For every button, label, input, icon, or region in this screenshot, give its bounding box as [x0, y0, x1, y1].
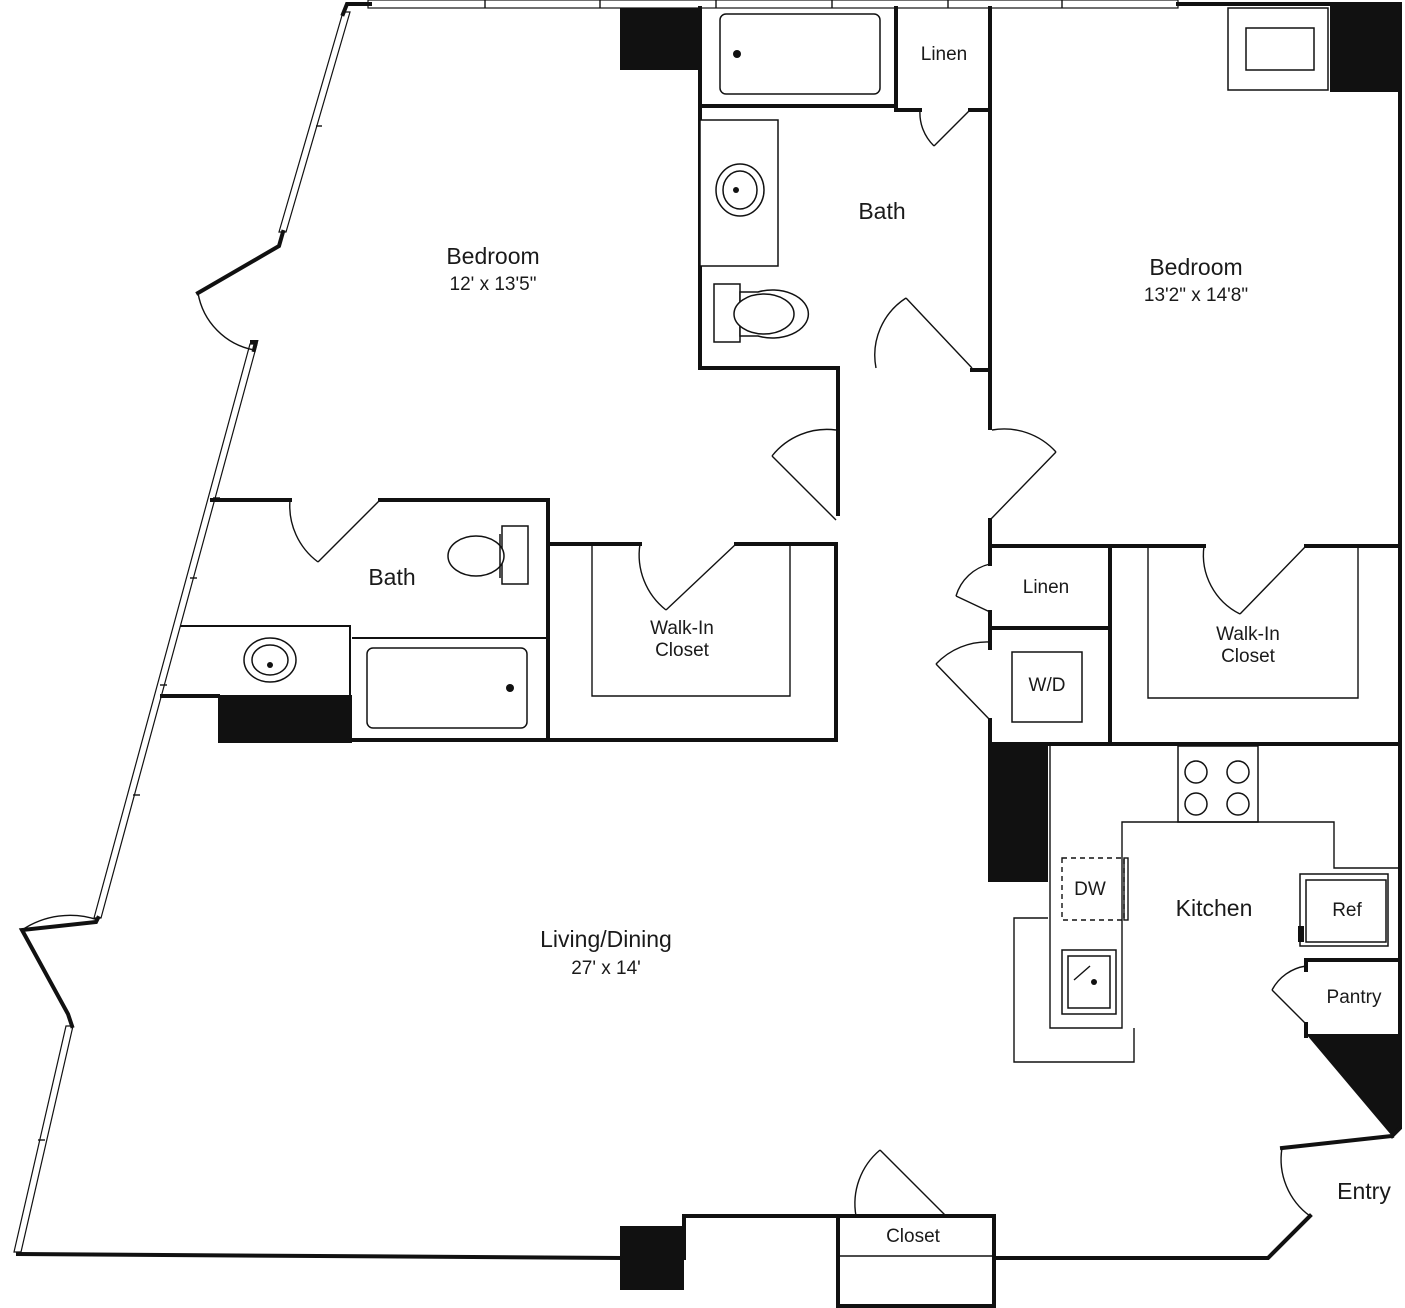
entry-label: Entry: [1337, 1178, 1391, 1204]
living-dining-name: Living/Dining: [540, 926, 672, 952]
linen-mid-label: Linen: [1022, 577, 1070, 598]
walkin-closet-right-label: Walk-In Closet: [1216, 624, 1280, 667]
door-swings: [21, 109, 1311, 1217]
walkin-closet-left-label: Walk-In Closet: [650, 618, 714, 661]
closet-shelves: [591, 546, 1359, 1257]
linen-top-label: Linen: [920, 44, 968, 65]
bath-top-label: Bath: [858, 198, 906, 224]
pantry-label: Pantry: [1326, 987, 1382, 1008]
dishwasher-label: DW: [1074, 879, 1106, 900]
bath-left-label: Bath: [368, 564, 416, 590]
bath-fixtures: [243, 13, 881, 729]
appliances: [1011, 7, 1329, 723]
bedroom-right-size: 13'2" x 14'8": [1143, 285, 1249, 306]
kitchen-label: Kitchen: [1175, 895, 1253, 921]
tub-top: [719, 13, 881, 95]
closet-bottom-label: Closet: [886, 1226, 940, 1247]
living-dining-size: 27' x 14': [571, 958, 641, 979]
left-facade-windows: [13, 11, 351, 1253]
washer-dryer-label: W/D: [1028, 675, 1066, 696]
bedroom-left-label: Bedroom: [420, 243, 566, 269]
bedroom-left-name: Bedroom: [446, 243, 540, 269]
kitchen-fixtures: [1013, 742, 1400, 1063]
bedroom-right-name: Bedroom: [1149, 254, 1243, 280]
top-windows: [367, 0, 1179, 9]
refrigerator-label: Ref: [1332, 900, 1362, 921]
structural-columns: [218, 6, 1400, 1290]
bedroom-left-size: 12' x 13'5": [449, 274, 537, 295]
